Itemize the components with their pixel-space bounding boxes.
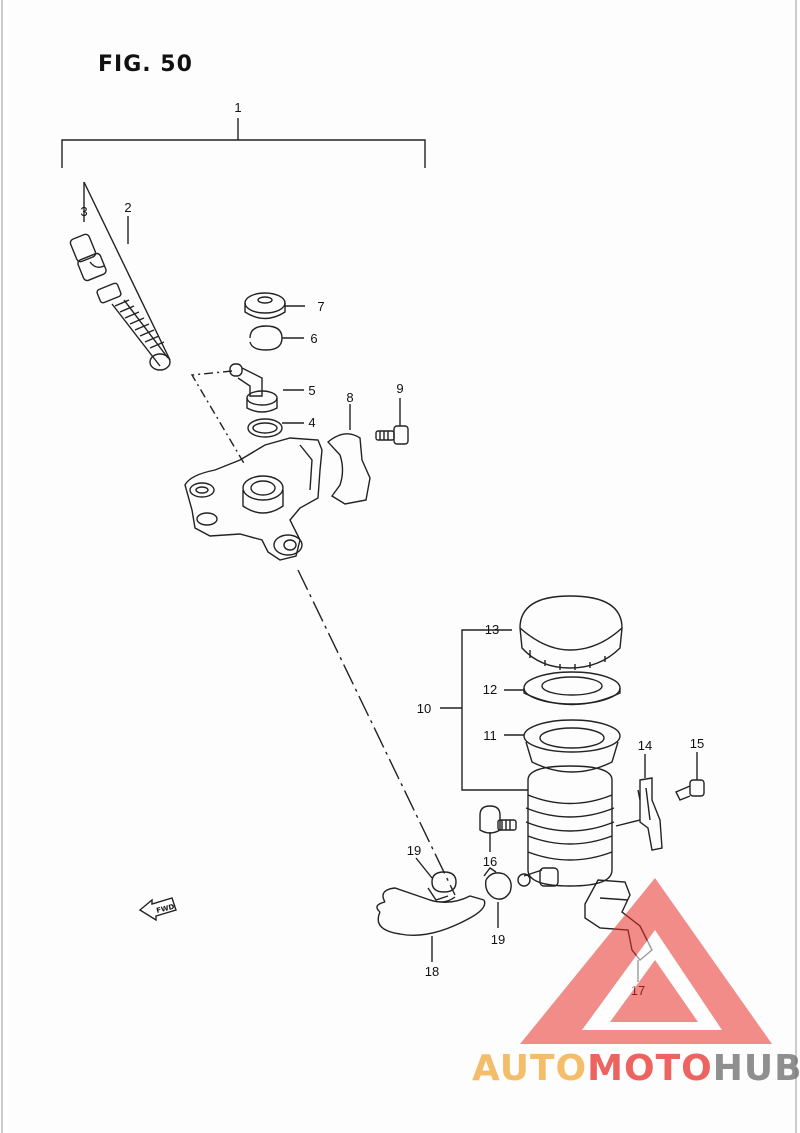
- callout-10: 10: [417, 701, 431, 716]
- callout-9: 9: [396, 381, 403, 396]
- part-7-boot: [244, 292, 305, 320]
- part-12-plate: [504, 671, 621, 706]
- callout-5: 5: [308, 383, 315, 398]
- callout-19-lower: 19: [491, 932, 505, 947]
- callout-2: 2: [124, 200, 131, 215]
- master-cylinder-body: [184, 437, 323, 561]
- piston-assembly: [69, 233, 171, 371]
- part-19-clip-lower: [483, 867, 512, 928]
- callout-13: 13: [485, 622, 499, 637]
- callout-8: 8: [346, 390, 353, 405]
- callout-7: 7: [317, 299, 324, 314]
- reservoir-body: [517, 765, 615, 887]
- part-6-circlip: [249, 325, 304, 351]
- callout-6: 6: [310, 331, 317, 346]
- callout-14: 14: [638, 738, 652, 753]
- svg-text:AUTOMOTOHUB: AUTOMOTOHUB: [472, 1048, 800, 1089]
- figure-title: FIG. 50: [98, 52, 193, 77]
- callout-19-upper: 19: [407, 843, 421, 858]
- part-18-hose: [376, 887, 486, 962]
- watermark-logo: [520, 878, 772, 1044]
- part-4-oring: [247, 418, 304, 438]
- part-14-bracket: [615, 754, 663, 851]
- part-13-cap: [519, 595, 623, 670]
- callout-12: 12: [483, 682, 497, 697]
- part-11-diaphragm: [504, 719, 621, 773]
- assembly-bracket: [61, 139, 426, 168]
- part-9-bolt: [375, 398, 409, 445]
- callout-1: 1: [234, 100, 241, 115]
- watermark-part-a: AUTO: [472, 1048, 587, 1089]
- part-15-bolt: [675, 752, 705, 801]
- watermark-part-b: MOTO: [587, 1048, 713, 1089]
- callout-16: 16: [483, 854, 497, 869]
- part-19-clip-upper: [415, 857, 457, 901]
- part-16-bolt: [479, 805, 517, 852]
- fwd-arrow: FWD: [138, 897, 177, 922]
- callout-4: 4: [308, 415, 315, 430]
- watermark-wordmark: AUTOMOTOHUB: [472, 1048, 800, 1089]
- callout-11: 11: [483, 728, 497, 743]
- part-5-fitting: [229, 363, 304, 413]
- callout-15: 15: [690, 736, 704, 751]
- callout-labels: 1 2 3 4 5 6 7 8 9 10 11 12 13 14 15 16 1…: [80, 100, 704, 998]
- part-8-clamp: [326, 404, 371, 505]
- callout-18: 18: [425, 964, 439, 979]
- callout-3: 3: [80, 204, 87, 219]
- watermark-part-c: HUB: [713, 1048, 800, 1089]
